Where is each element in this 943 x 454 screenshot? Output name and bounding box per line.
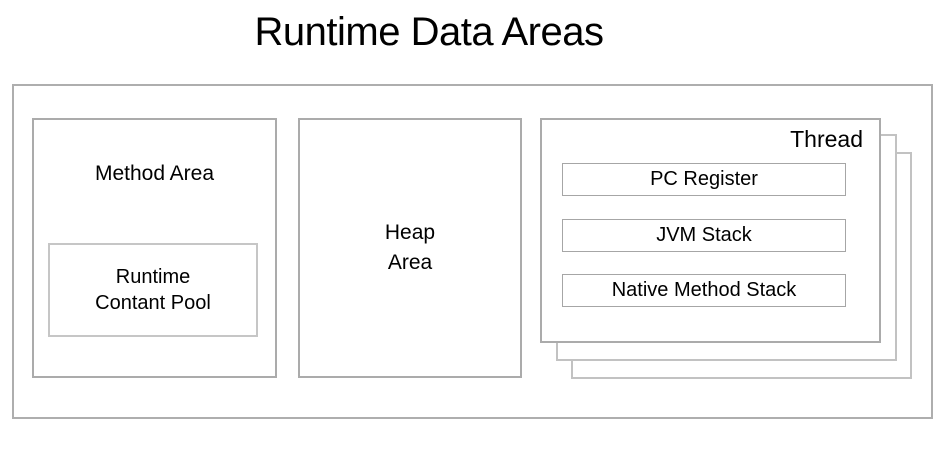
- pc-register-box: PC Register: [562, 163, 846, 196]
- jvm-stack-label: JVM Stack: [656, 224, 752, 246]
- runtime-constant-pool-box: Runtime Contant Pool: [48, 243, 258, 337]
- runtime-constant-pool-label: Runtime Contant Pool: [95, 266, 211, 314]
- native-method-stack-box: Native Method Stack: [562, 274, 846, 307]
- pc-register-label: PC Register: [650, 168, 758, 190]
- method-area-label: Method Area: [94, 162, 215, 185]
- thread-label: Thread: [790, 126, 863, 152]
- heap-area-box: Heap Area: [298, 118, 522, 378]
- jvm-stack-box: JVM Stack: [562, 219, 846, 252]
- page-title: Runtime Data Areas: [254, 10, 604, 54]
- heap-area-label: Heap Area: [384, 221, 436, 274]
- native-method-stack-label: Native Method Stack: [611, 279, 797, 301]
